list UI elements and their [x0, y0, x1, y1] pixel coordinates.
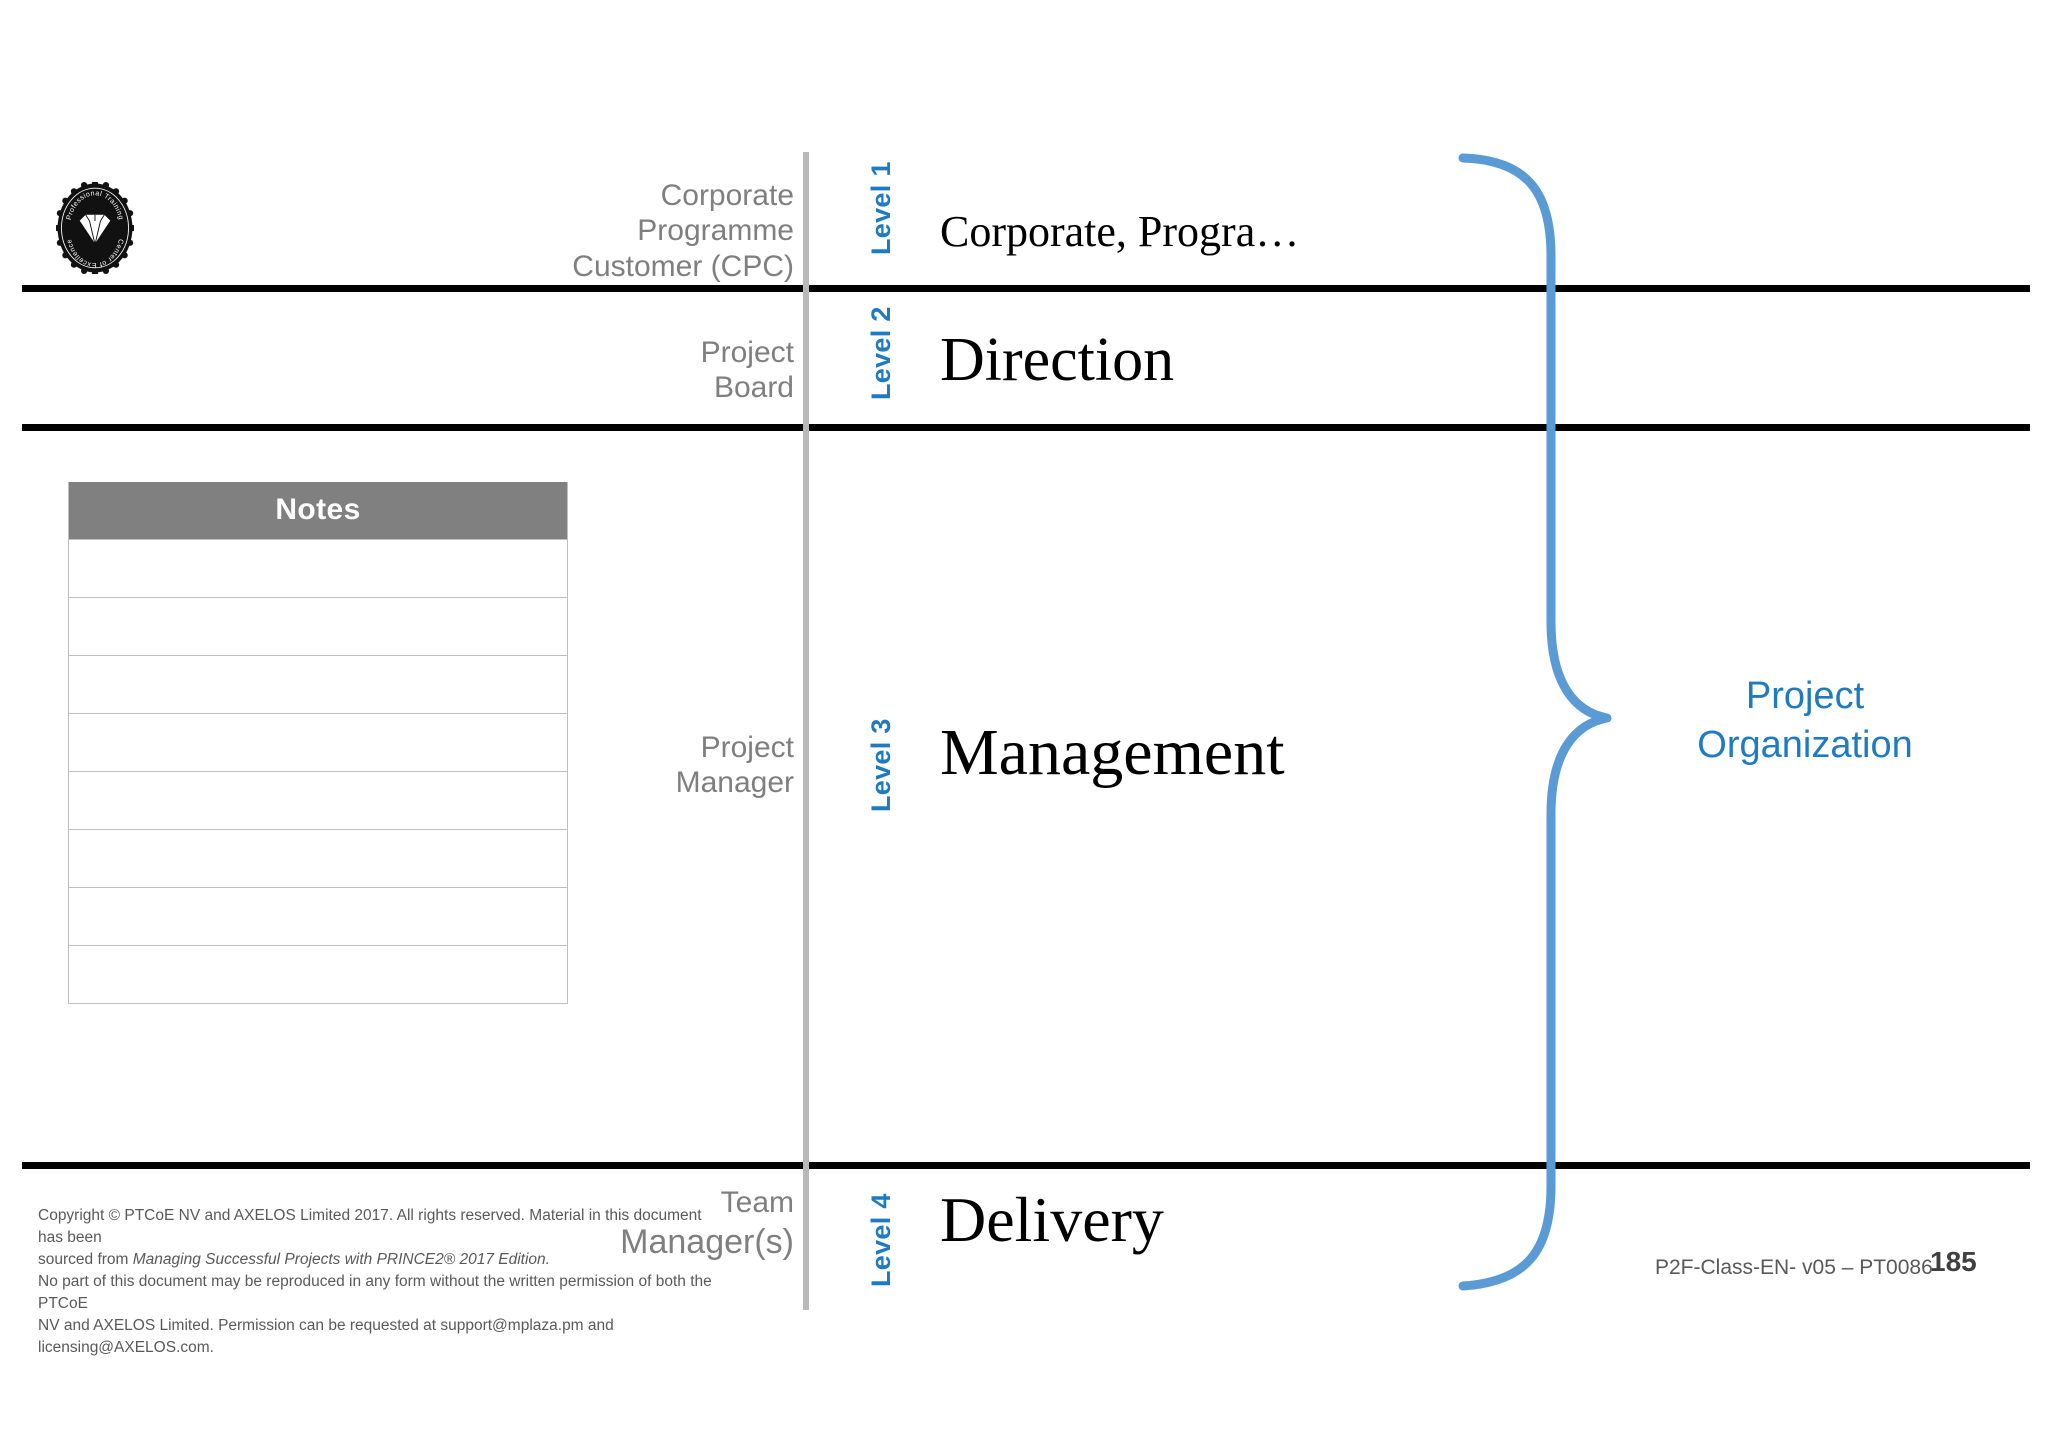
role-label-project-manager: Project Manager — [676, 730, 794, 801]
copyright-line-4: NV and AXELOS Limited. Permission can be… — [38, 1317, 614, 1356]
footer-document-id: P2F-Class-EN- v05 – PT0086 — [1655, 1256, 1933, 1279]
copyright-source-title: Managing Successful Projects with PRINCE… — [132, 1251, 550, 1268]
level-label-2: Level 2 — [866, 306, 896, 400]
notes-row[interactable] — [69, 829, 567, 887]
copyright-notice: Copyright © PTCoE NV and AXELOS Limited … — [38, 1205, 718, 1359]
level-title-3: Management — [940, 716, 1285, 789]
brace-label-line: Project — [1745, 675, 1865, 717]
notes-row[interactable] — [69, 539, 567, 597]
copyright-line-1: Copyright © PTCoE NV and AXELOS Limited … — [38, 1207, 702, 1246]
role-line: Board — [713, 371, 794, 405]
role-label-project-board: Project Board — [701, 335, 794, 406]
level-title-1: Corporate, Progra… — [940, 207, 1300, 256]
level-label-3: Level 3 — [866, 718, 896, 812]
notes-row[interactable] — [69, 771, 567, 829]
notes-row[interactable] — [69, 887, 567, 945]
role-line: Manager(s) — [620, 1223, 794, 1262]
notes-row[interactable] — [69, 945, 567, 1003]
level-label-1: Level 1 — [866, 161, 896, 255]
role-line: Corporate — [660, 179, 794, 212]
notes-table: Notes — [68, 482, 568, 1004]
curly-brace-icon — [1455, 152, 1655, 1292]
notes-row[interactable] — [69, 597, 567, 655]
divider-level2-level3 — [22, 424, 2030, 431]
divider-level3-level4 — [22, 1162, 2030, 1169]
level-title-2: Direction — [940, 326, 1175, 394]
role-label-cpc: Corporate Programme Customer (CPC) — [572, 178, 794, 284]
notes-row[interactable] — [69, 713, 567, 771]
role-line: Customer (CPC) — [572, 249, 794, 283]
diamond-badge-icon: Professional Training Center of Excellen… — [56, 182, 134, 274]
notes-header: Notes — [69, 482, 567, 539]
role-line: Programme — [637, 214, 794, 248]
brace-label-line: Organization — [1697, 724, 1913, 767]
level-label-4: Level 4 — [866, 1193, 896, 1287]
role-line: Project — [700, 336, 794, 369]
divider-level1-level2 — [22, 285, 2030, 292]
level-title-4: Delivery — [940, 1184, 1164, 1255]
notes-row[interactable] — [69, 655, 567, 713]
brace-label-project-organization: Project Organization — [1640, 672, 1970, 771]
role-line: Manager — [675, 766, 794, 800]
copyright-line-2: sourced from Managing Successful Project… — [38, 1249, 718, 1271]
role-line: Project — [700, 731, 794, 764]
copyright-line-2-prefix: sourced from — [38, 1251, 133, 1268]
role-label-team-manager: Team Manager(s) — [620, 1185, 794, 1263]
role-line: Team — [720, 1186, 794, 1219]
vertical-divider — [803, 152, 809, 1310]
copyright-line-3: No part of this document may be reproduc… — [38, 1273, 712, 1312]
page-number: 185 — [1930, 1246, 1977, 1277]
